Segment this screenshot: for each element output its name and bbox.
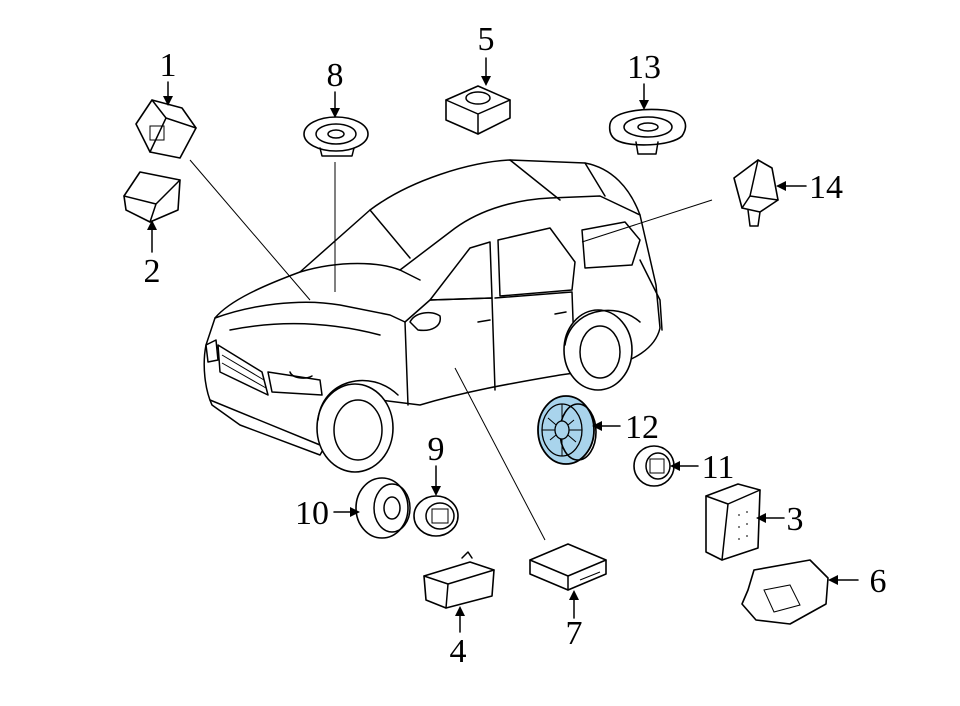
label-4: 4: [450, 633, 467, 670]
label-14: 14: [809, 169, 843, 206]
roof-line: [299, 195, 641, 273]
headlight-left: [205, 339, 219, 363]
part-14-tweeter[interactable]: [733, 159, 779, 227]
headlight-right: [267, 371, 323, 396]
front-wheel-rim: [333, 399, 383, 461]
leader-lines: [189, 159, 713, 541]
part-6-bracket[interactable]: [741, 559, 829, 625]
label-8: 8: [327, 57, 344, 94]
label-9: 9: [428, 431, 445, 468]
part-9-speaker[interactable]: [413, 495, 459, 537]
part-3-control-unit[interactable]: [705, 483, 761, 561]
a-pillar: [404, 321, 409, 406]
label-1: 1: [160, 47, 177, 84]
hood-crease: [229, 322, 381, 336]
part-4-module[interactable]: [423, 551, 495, 609]
leader-14: [581, 199, 713, 243]
rear-wheel-rim: [579, 325, 621, 379]
leader-7: [454, 367, 546, 541]
grille-slats: [221, 354, 267, 389]
front-door: [404, 297, 496, 391]
vehicle-suv: [203, 159, 663, 473]
part-1-module[interactable]: [135, 99, 197, 159]
callout-arrows: [147, 57, 859, 633]
tail-edge: [639, 259, 663, 331]
front-arch: [317, 379, 399, 421]
part-11-speaker[interactable]: [633, 445, 675, 487]
part-13-speaker[interactable]: [608, 108, 687, 155]
rear-door: [494, 291, 576, 376]
grille: [217, 344, 269, 396]
callout-labels: 1 2 3 4 5 6 7 8 9 10 11 12 13 14: [144, 21, 887, 670]
part-2-module[interactable]: [123, 171, 181, 223]
part-8-speaker[interactable]: [303, 116, 369, 157]
label-6: 6: [870, 563, 887, 600]
label-10: 10: [295, 495, 329, 532]
part-10-speaker[interactable]: [355, 477, 411, 539]
roof-rails: [509, 159, 606, 201]
fog-lamp: [289, 371, 313, 379]
label-11: 11: [702, 449, 735, 486]
label-13: 13: [627, 49, 661, 86]
front-window: [429, 241, 493, 301]
door-handles: [477, 311, 567, 323]
hood-line: [214, 301, 406, 323]
label-2: 2: [144, 253, 161, 290]
label-7: 7: [566, 615, 583, 652]
side-mirror: [409, 311, 441, 332]
part-5-unit[interactable]: [445, 85, 511, 135]
part-7-module[interactable]: [529, 543, 607, 591]
rear-arch: [564, 309, 641, 346]
label-3: 3: [787, 501, 804, 538]
front-bumper: [209, 399, 321, 446]
body-outline: [203, 159, 661, 456]
windshield-edge: [369, 209, 421, 281]
quarter-window: [581, 221, 641, 269]
front-wheel: [316, 383, 394, 473]
leader-1: [189, 159, 311, 301]
part-12-subwoofer-highlighted[interactable]: [537, 395, 597, 465]
label-12: 12: [625, 409, 659, 446]
label-5: 5: [478, 21, 495, 58]
rear-window: [497, 227, 576, 297]
